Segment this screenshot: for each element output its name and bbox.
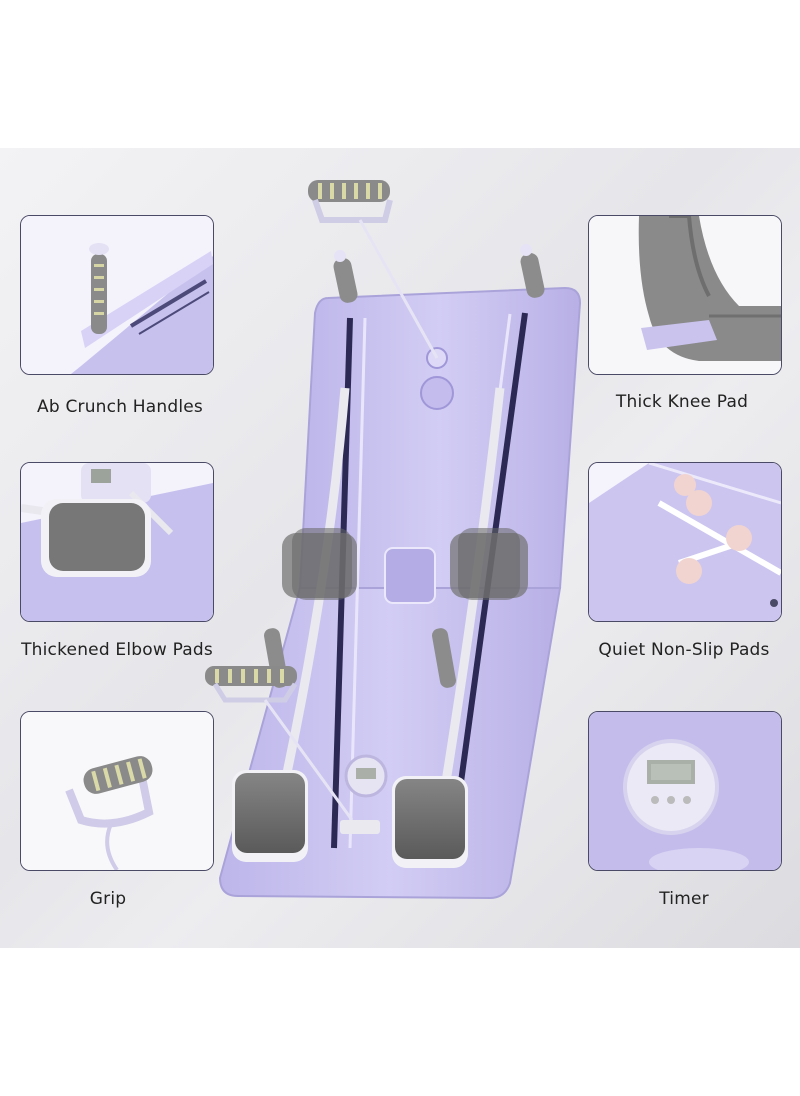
grip-image xyxy=(21,712,213,870)
ab-crunch-handles-label: Ab Crunch Handles xyxy=(37,397,203,417)
grip-label: Grip xyxy=(89,889,127,909)
timer-panel xyxy=(588,711,782,871)
thick-knee-pad-label: Thick Knee Pad xyxy=(615,392,749,412)
thickened-elbow-pads-image xyxy=(21,463,213,621)
product-image-stage: Ab Crunch Handles Thick Knee Pad Thicken… xyxy=(0,148,800,948)
ab-crunch-handles-image xyxy=(21,216,213,374)
timer-label: Timer xyxy=(659,889,709,909)
thickened-elbow-pads-panel xyxy=(20,462,214,622)
thickened-elbow-pads-label: Thickened Elbow Pads xyxy=(21,640,213,660)
ab-crunch-handles-panel xyxy=(20,215,214,375)
thick-knee-pad-image xyxy=(589,216,781,374)
quiet-non-slip-pads-label: Quiet Non-Slip Pads xyxy=(598,640,770,660)
timer-image xyxy=(589,712,781,870)
thick-knee-pad-panel xyxy=(588,215,782,375)
grip-panel xyxy=(20,711,214,871)
ab-board-illustration xyxy=(205,180,582,900)
quiet-non-slip-pads-panel xyxy=(588,462,782,622)
quiet-non-slip-pads-image xyxy=(589,463,781,621)
